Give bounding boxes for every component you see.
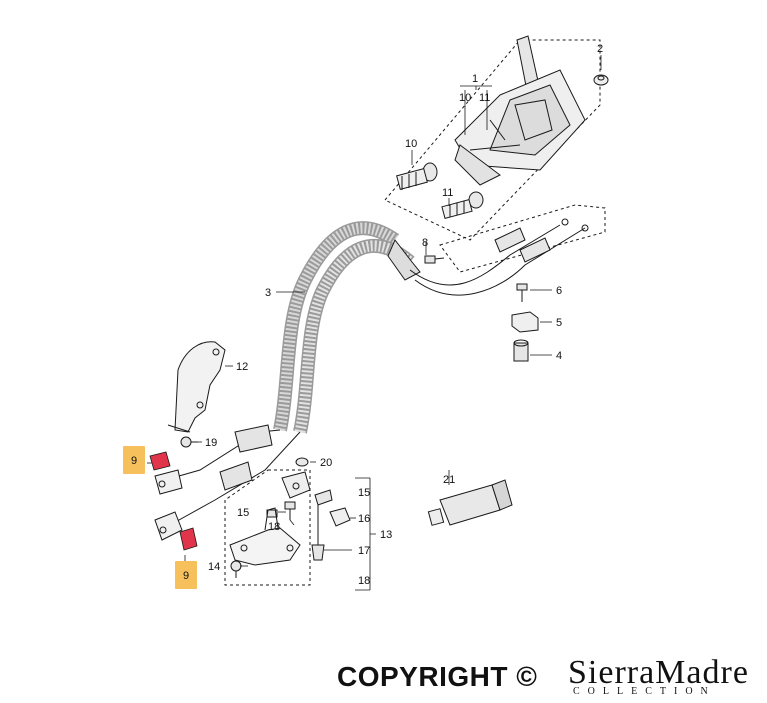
callout-21: 21 bbox=[443, 474, 455, 486]
bolt-14 bbox=[230, 560, 242, 578]
callout-18-right: 18 bbox=[358, 575, 370, 587]
bracket-group-box bbox=[224, 469, 311, 586]
callout-14: 14 bbox=[208, 561, 220, 573]
brand-logo: SierraMadre bbox=[568, 654, 749, 691]
bushing-11 bbox=[441, 191, 484, 220]
block-16 bbox=[329, 507, 351, 527]
callout-6: 6 bbox=[556, 285, 562, 297]
shift-lever-housing bbox=[454, 35, 586, 186]
bolt-6 bbox=[516, 283, 528, 302]
leader-lines bbox=[147, 55, 602, 591]
callout-15: 15 bbox=[237, 507, 249, 519]
brand-subtitle: COLLECTION bbox=[573, 686, 716, 697]
callout-5: 5 bbox=[556, 317, 562, 329]
bolt-8 bbox=[424, 255, 445, 264]
callout-11: 11 bbox=[442, 187, 453, 199]
callout-16: 16 bbox=[358, 513, 370, 525]
bolt-18 bbox=[284, 501, 296, 520]
callout-15-right: 15 bbox=[358, 487, 370, 499]
bracket-12 bbox=[167, 341, 226, 433]
callout-9-lower: 9 bbox=[183, 570, 189, 582]
callout-2: 2 bbox=[597, 43, 603, 55]
sleeve-4 bbox=[513, 339, 529, 362]
copyright-notice: COPYRIGHT © bbox=[337, 661, 538, 692]
cable-end-group-box bbox=[439, 204, 606, 273]
lower-cable-ends bbox=[154, 424, 301, 541]
lever-bracket bbox=[281, 471, 333, 561]
callout-labels: 1 10 11 2 10 11 8 3 6 5 4 12 19 9 20 21 … bbox=[131, 43, 603, 587]
callout-8: 8 bbox=[422, 237, 428, 249]
callout-3: 3 bbox=[265, 287, 271, 299]
callout-9-upper: 9 bbox=[131, 455, 137, 467]
upper-cable-ends bbox=[409, 218, 589, 296]
bolt-19 bbox=[180, 436, 198, 448]
nut bbox=[593, 74, 609, 86]
callout-1: 1 bbox=[472, 73, 478, 85]
clip-5 bbox=[511, 311, 539, 333]
callout-17: 17 bbox=[358, 545, 370, 557]
callout-4: 4 bbox=[556, 350, 562, 362]
callout-19: 19 bbox=[205, 437, 217, 449]
callout-10: 10 bbox=[405, 138, 417, 150]
shift-cable-bundle bbox=[273, 221, 421, 434]
callout-12: 12 bbox=[236, 361, 248, 373]
callout-20: 20 bbox=[320, 457, 332, 469]
callout-11-header: 11 bbox=[479, 92, 490, 104]
bushing-10 bbox=[396, 162, 438, 190]
callout-13: 13 bbox=[380, 529, 392, 541]
callout-18: 18 bbox=[268, 521, 280, 533]
clip-20 bbox=[295, 457, 309, 467]
shifter-group-box bbox=[384, 39, 601, 241]
callout-10-header: 10 bbox=[459, 92, 471, 104]
grease-tube bbox=[427, 479, 513, 526]
base-plate-17 bbox=[229, 507, 301, 566]
highlighted-part-9 bbox=[123, 446, 198, 589]
